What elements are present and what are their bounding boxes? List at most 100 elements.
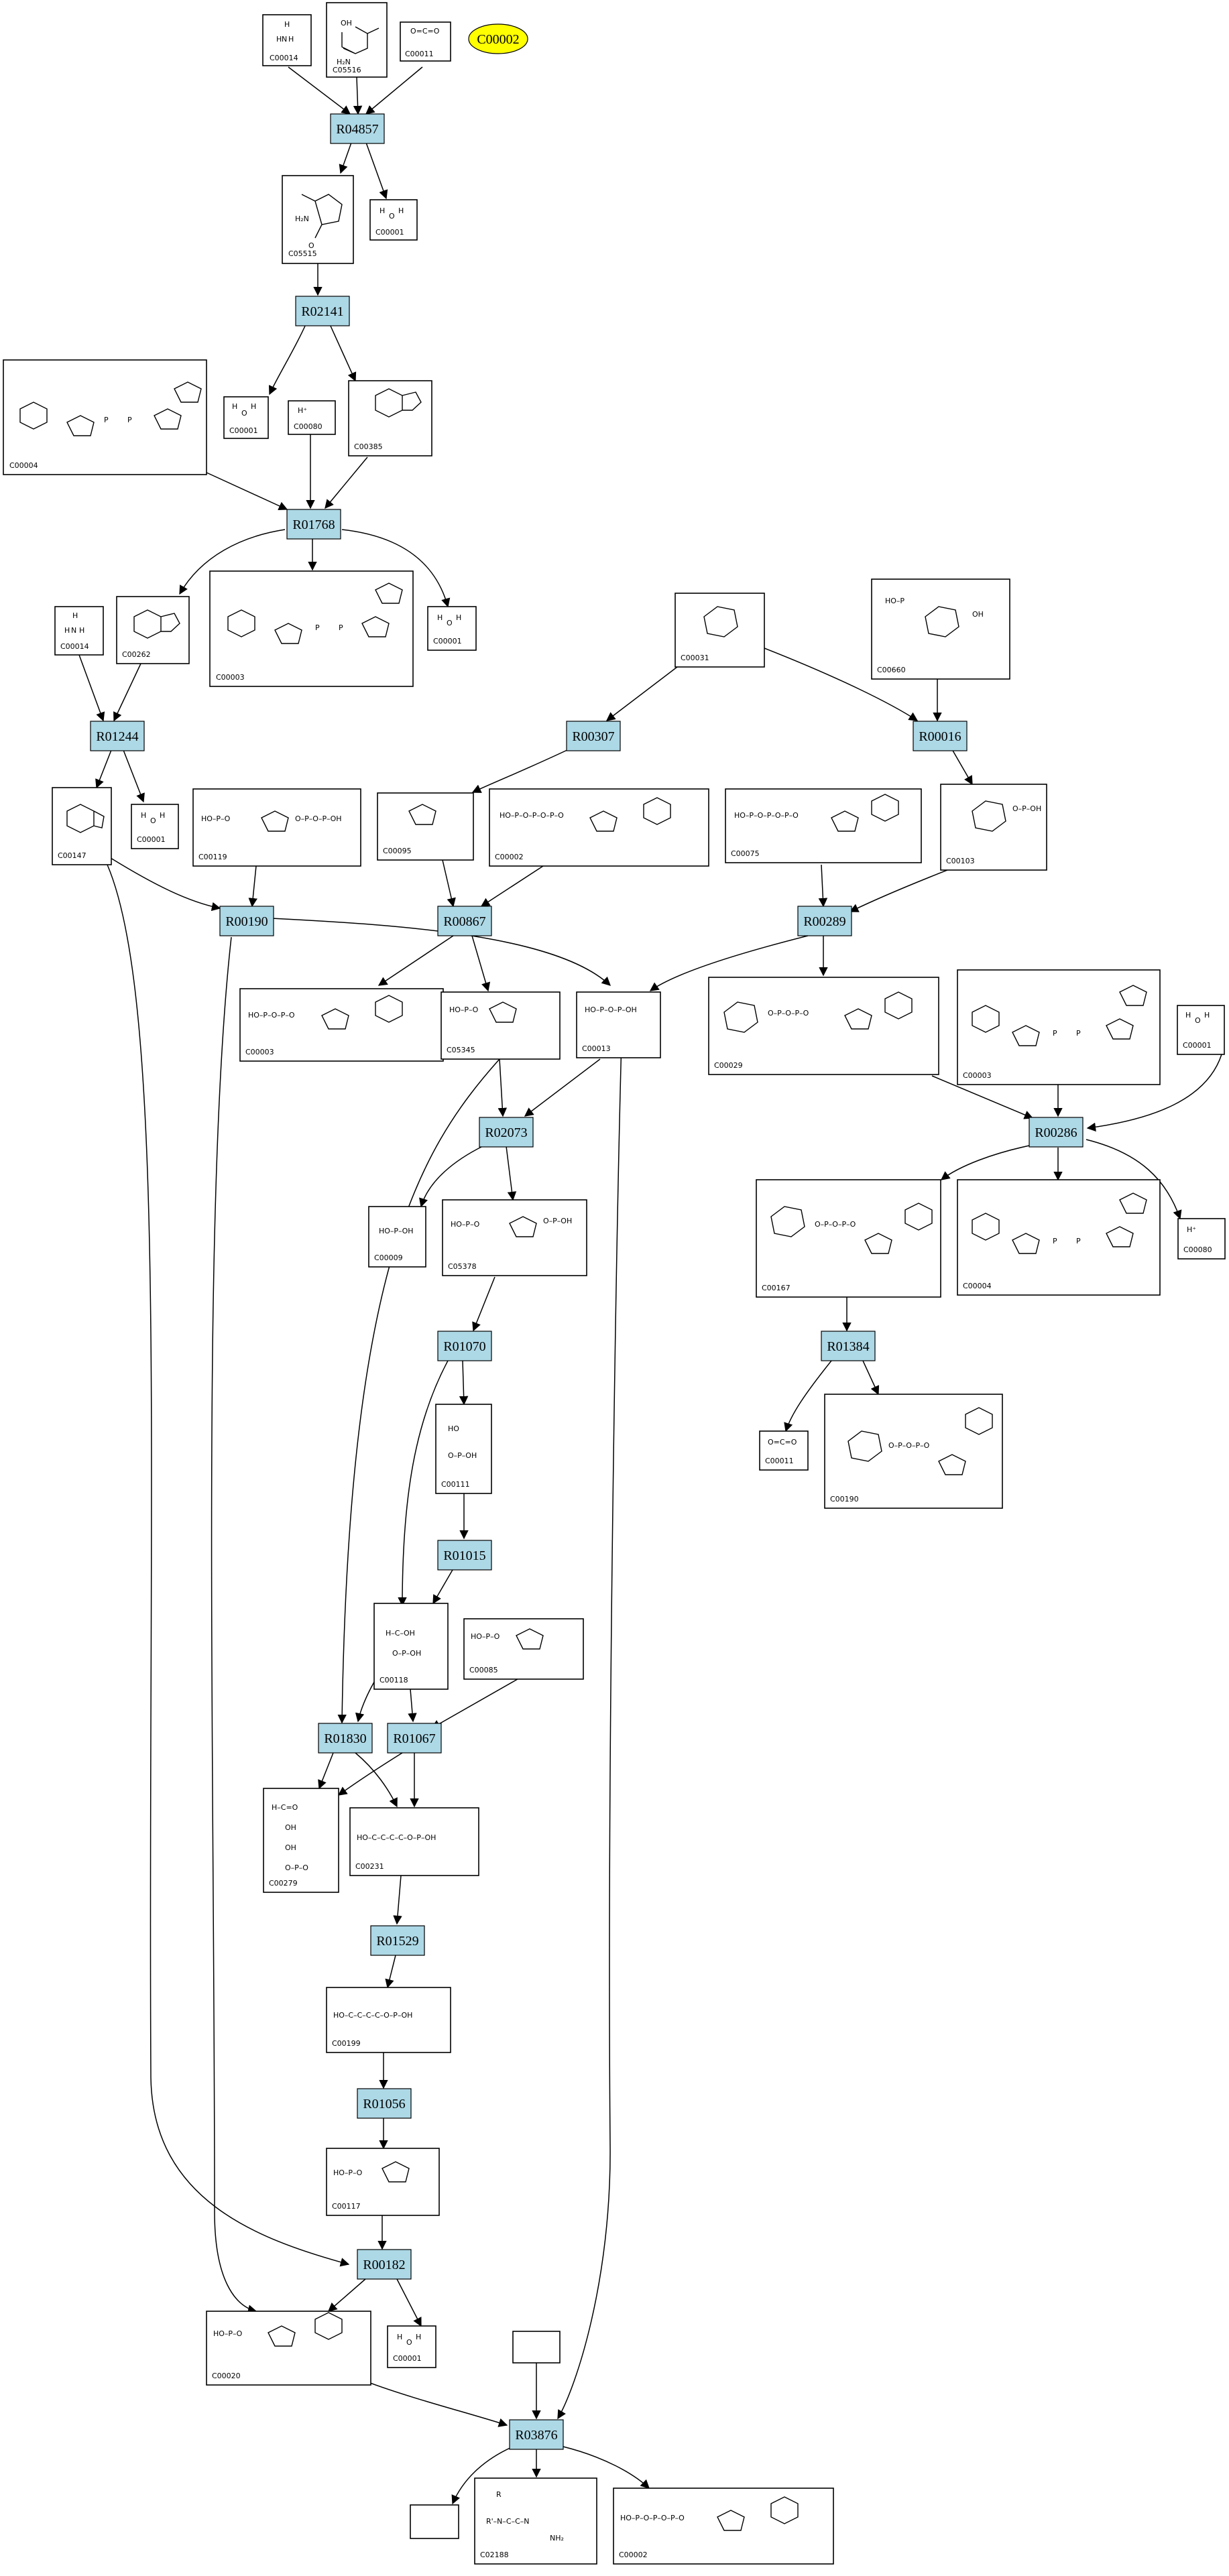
compound-c00385[interactable]: C00385 — [348, 380, 432, 456]
reaction-r01067[interactable]: R01067 — [387, 1723, 442, 1754]
compound-c05345[interactable]: HO–P–O C05345 — [441, 991, 561, 1060]
edge — [327, 2278, 366, 2312]
compound-c00002b[interactable]: HO–P–O–P–O–P–O C00002 — [613, 2488, 834, 2565]
compound-c00199[interactable]: HO–C–C–C–C–O–P–OH C00199 — [326, 1987, 451, 2053]
svg-text:O: O — [241, 409, 247, 418]
svg-text:HO: HO — [448, 1424, 459, 1433]
compound-unlabeled-bottom[interactable] — [410, 2504, 459, 2539]
reaction-r01768[interactable]: R01768 — [286, 509, 341, 540]
reaction-r01830[interactable]: R01830 — [318, 1723, 373, 1754]
svg-text:H⁺: H⁺ — [1187, 1225, 1196, 1234]
compound-c00011b[interactable]: O=C=O C00011 — [759, 1430, 809, 1471]
compound-c00080a[interactable]: H⁺ C00080 — [288, 400, 336, 435]
reaction-r00286[interactable]: R00286 — [1029, 1117, 1084, 1148]
reaction-r01056[interactable]: R01056 — [357, 2088, 412, 2119]
compound-c00003b[interactable]: HO–P–O–P–O C00003 — [239, 988, 444, 1062]
compound-c00118[interactable]: H–C–OHO–P–OH C00118 — [373, 1603, 449, 1690]
compound-c00075[interactable]: HO–P–O–P–O–P–O C00075 — [725, 788, 922, 863]
compound-id: C00031 — [681, 654, 709, 662]
compound-c00117[interactable]: HO–P–O C00117 — [326, 2148, 440, 2216]
edge — [951, 749, 973, 786]
svg-text:HO–P–O: HO–P–O — [449, 1005, 479, 1014]
svg-text:O–P–O–P–O: O–P–O–P–O — [768, 1009, 809, 1018]
compound-c00011a[interactable]: O=C=O C00011 — [400, 21, 451, 62]
svg-text:HO–P–O: HO–P–O — [201, 814, 231, 823]
compound-c00029[interactable]: O–P–O–P–O C00029 — [708, 977, 939, 1075]
svg-text:HO–P–O–P–O: HO–P–O–P–O — [248, 1011, 295, 1020]
svg-text:H: H — [1185, 1011, 1191, 1020]
reaction-r01244[interactable]: R01244 — [90, 721, 145, 751]
reaction-r01070[interactable]: R01070 — [437, 1331, 492, 1361]
compound-c00009[interactable]: HO–P–OH C00009 — [368, 1206, 426, 1268]
reaction-r00867[interactable]: R00867 — [437, 906, 492, 936]
compound-c00001c[interactable]: HOH C00001 — [427, 606, 477, 651]
compound-c00001d[interactable]: HOH C00001 — [131, 804, 179, 849]
reaction-r00289[interactable]: R00289 — [797, 906, 852, 936]
compound-c00095[interactable]: C00095 — [377, 792, 474, 861]
compound-c00262[interactable]: C00262 — [116, 596, 190, 664]
compound-c00190[interactable]: O–P–O–P–O C00190 — [824, 1394, 1003, 1509]
edge — [818, 864, 828, 908]
compound-c00167[interactable]: O–P–O–P–O C00167 — [756, 1179, 941, 1298]
svg-text:O–P–O: O–P–O — [285, 1863, 308, 1872]
reaction-r00182[interactable]: R00182 — [357, 2249, 412, 2280]
reaction-label: R01768 — [292, 517, 335, 532]
compound-c00147[interactable]: C00147 — [52, 787, 112, 865]
edge — [123, 749, 145, 803]
compound-c00002a[interactable]: HO–P–O–P–O–P–O C00002 — [489, 788, 709, 867]
compound-c00001a[interactable]: HOH C00001 — [369, 199, 418, 241]
svg-text:O: O — [406, 2338, 412, 2347]
reaction-r00016[interactable]: R00016 — [913, 721, 968, 751]
svg-text:H₂N: H₂N — [295, 214, 309, 223]
edge — [398, 1360, 449, 1607]
compound-c00660[interactable]: HO–POH C00660 — [871, 578, 1010, 680]
svg-text:HO–C–C–C–C–O–P–OH: HO–C–C–C–C–O–P–OH — [333, 2011, 412, 2020]
edge — [1086, 1054, 1222, 1132]
reaction-label: R00016 — [919, 729, 961, 744]
highlighted-compound[interactable]: C00002 — [468, 23, 528, 54]
reaction-r04857[interactable]: R04857 — [330, 113, 385, 144]
compound-c00001b[interactable]: HOH C00001 — [223, 396, 269, 439]
edge — [355, 1752, 398, 1808]
compound-c00111[interactable]: HOO–P–OH C00111 — [435, 1404, 492, 1494]
compound-unlabeled-top[interactable] — [512, 2331, 561, 2364]
edge — [931, 1075, 1034, 1119]
compound-c00103[interactable]: O–P–OH C00103 — [940, 784, 1047, 871]
reaction-label: R01244 — [96, 729, 138, 744]
compound-c00080b[interactable]: H⁺ C00080 — [1177, 1218, 1226, 1260]
reaction-r01529[interactable]: R01529 — [370, 1925, 425, 1956]
reaction-label: R00307 — [572, 729, 614, 744]
reaction-r03876[interactable]: R03876 — [509, 2419, 564, 2450]
compound-c00031[interactable]: C00031 — [675, 593, 765, 668]
svg-text:H: H — [276, 35, 282, 44]
reaction-r01015[interactable]: R01015 — [437, 1540, 492, 1571]
compound-c00001e[interactable]: HOH C00001 — [1177, 1005, 1225, 1055]
edge — [451, 2446, 514, 2505]
compound-c00020[interactable]: HO–P–O C00020 — [206, 2311, 371, 2386]
compound-c00231[interactable]: HO–C–C–C–C–O–P–OH C00231 — [349, 1807, 479, 1876]
reaction-box — [219, 906, 274, 936]
reaction-r02073[interactable]: R02073 — [479, 1117, 534, 1148]
reaction-r00190[interactable]: R00190 — [219, 906, 274, 936]
reaction-r02141[interactable]: R02141 — [295, 296, 350, 326]
reaction-box — [509, 2419, 564, 2450]
reaction-r00307[interactable]: R00307 — [566, 721, 621, 751]
compound-c00085[interactable]: HO–P–O C00085 — [463, 1618, 584, 1680]
reaction-r01384[interactable]: R01384 — [821, 1331, 876, 1361]
compound-c00001f[interactable]: HOH C00001 — [387, 2325, 436, 2368]
compound-c00013[interactable]: HO–P–O–P–OH C00013 — [576, 991, 661, 1058]
edge — [113, 663, 141, 722]
